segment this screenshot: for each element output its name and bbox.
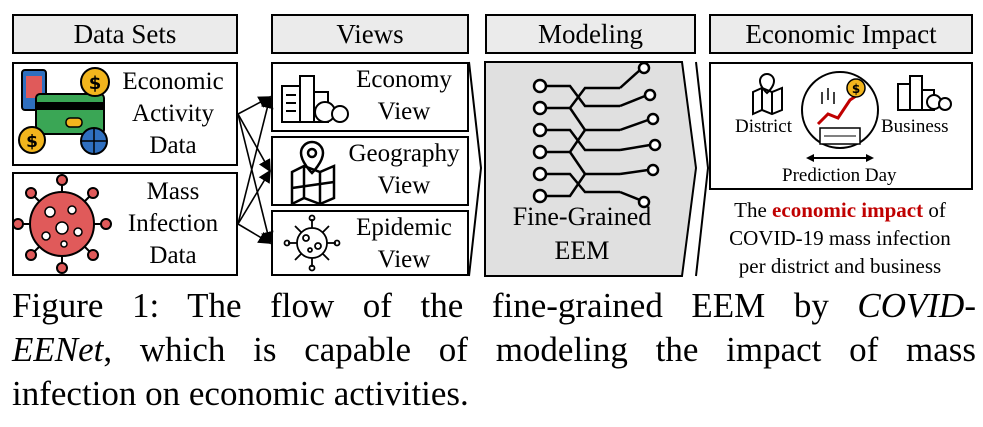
epidemic-view-box bbox=[271, 210, 469, 276]
economy-view-label: Economy View bbox=[356, 66, 452, 125]
svg-text:$: $ bbox=[852, 82, 860, 96]
epidemic-view-label: Epidemic View bbox=[356, 214, 452, 273]
chevron-views-modeling bbox=[468, 61, 483, 277]
header-views: Views bbox=[271, 14, 469, 54]
business-icon bbox=[897, 75, 952, 111]
geography-view-label: Geography View bbox=[348, 140, 460, 199]
business-label: Business bbox=[881, 116, 949, 137]
svg-text:$: $ bbox=[89, 73, 102, 94]
svg-text:$: $ bbox=[26, 132, 38, 152]
impact-chart-icon: $ bbox=[801, 71, 879, 149]
modeling-box bbox=[484, 61, 698, 277]
header-data-sets: Data Sets bbox=[12, 14, 238, 54]
neural-network-icon bbox=[532, 61, 662, 209]
district-label: District bbox=[735, 116, 792, 137]
economic-impact-description: The economic impact of COVID-19 mass inf… bbox=[729, 198, 951, 278]
mass-infection-data-label: Mass Infection Data bbox=[127, 178, 219, 269]
prediction-day-arrow bbox=[806, 154, 874, 162]
prediction-day-label: Prediction Day bbox=[782, 165, 897, 186]
fine-grained-eem-label: Fine-Grained EEM bbox=[512, 202, 652, 265]
header-modeling: Modeling bbox=[485, 14, 696, 54]
district-icon bbox=[752, 72, 783, 116]
economic-data-icon: $ $ bbox=[18, 67, 110, 155]
figure-caption: Figure 1: The flow of the fine-grained E… bbox=[12, 284, 976, 416]
flow-diagram: $ $ bbox=[12, 61, 952, 277]
data-to-view-arrows bbox=[237, 95, 274, 245]
economic-impact-highlight: economic impact bbox=[772, 198, 924, 222]
caption-line-3: infection on economic activities. bbox=[12, 374, 469, 413]
header-economic-impact: Economic Impact bbox=[709, 14, 973, 54]
epidemic-view-icon bbox=[283, 214, 341, 272]
chevron-modeling-impact bbox=[695, 61, 710, 277]
caption-line-2: EENet, which is capable of modeling the … bbox=[12, 330, 976, 369]
economic-activity-data-label: Economic Activity Data bbox=[122, 68, 224, 159]
caption-line-1: Figure 1: The flow of the fine-grained E… bbox=[12, 286, 976, 325]
economy-view-icon bbox=[281, 75, 349, 123]
geography-view-icon bbox=[290, 140, 336, 207]
virus-icon bbox=[12, 174, 112, 274]
